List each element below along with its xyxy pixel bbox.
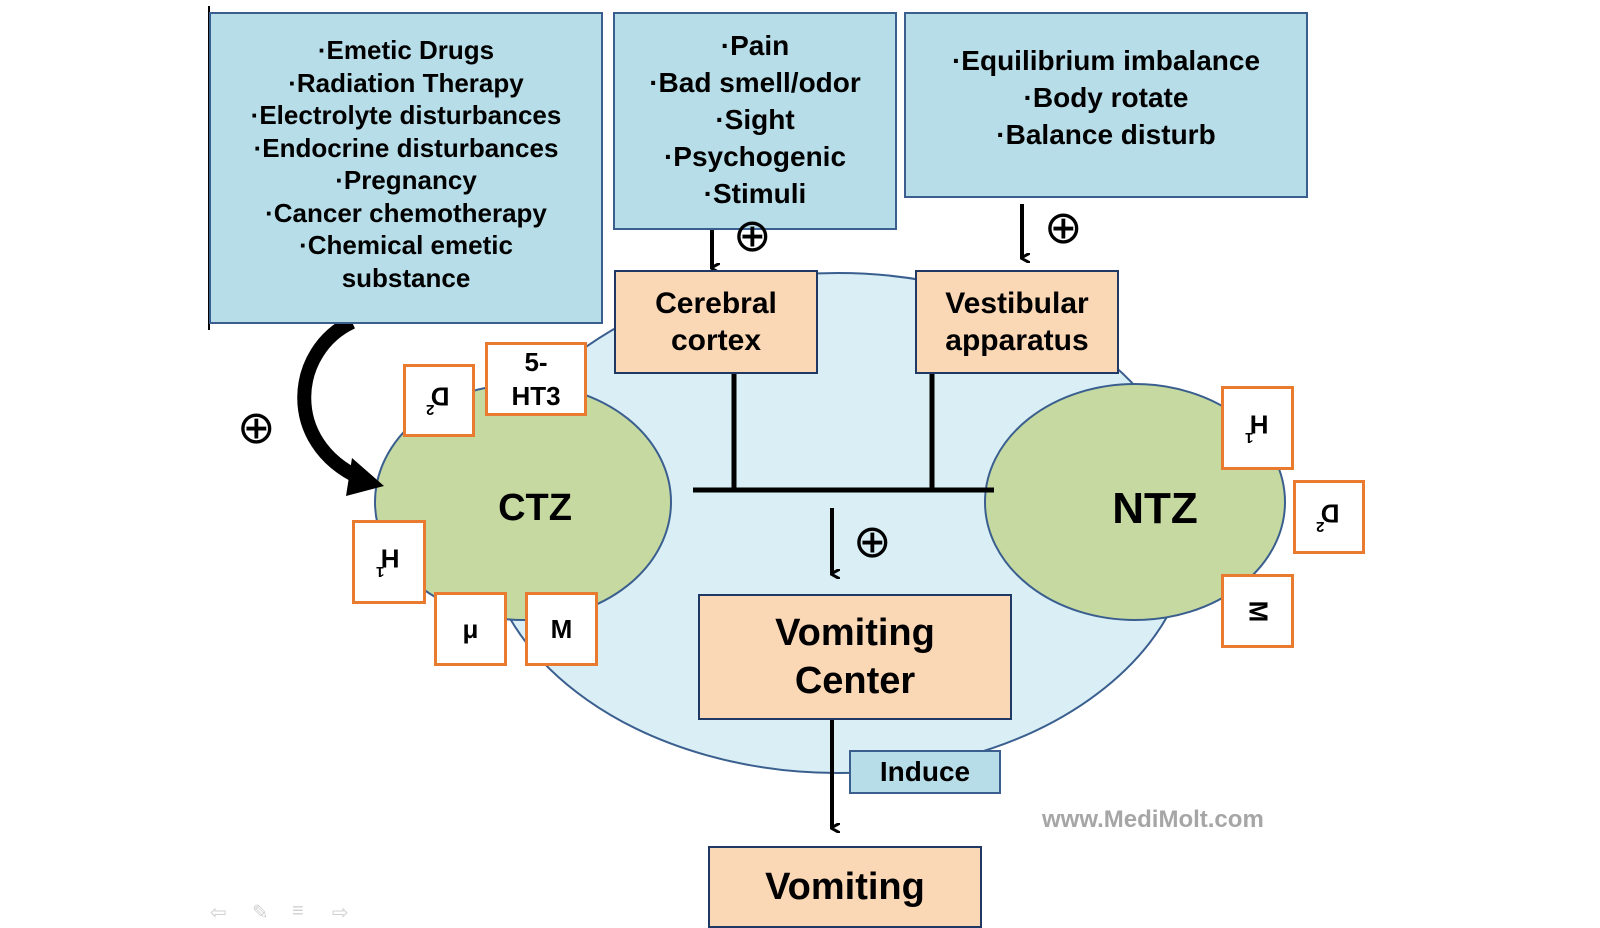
cause-item: ·Balance disturb: [996, 119, 1216, 150]
arrow-left-icon[interactable]: ⇦: [210, 902, 227, 924]
ntz-h1-receptor: H1: [1221, 386, 1294, 470]
cause-item: ·Bad smell/odor: [649, 67, 861, 98]
plus-symbol: ⊕: [733, 209, 772, 261]
cause-item: ·Electrolyte disturbances: [250, 100, 562, 130]
sensory-causes-box: ·Pain ·Bad smell/odor ·Sight ·Psychogeni…: [613, 12, 897, 230]
cause-item: ·Endocrine disturbances: [253, 132, 559, 163]
node-label: Vomiting: [775, 612, 935, 654]
cause-item: ·Chemical emetic: [299, 230, 513, 260]
node-label: cortex: [670, 324, 762, 357]
watermark: www.MediMolt.com: [1042, 806, 1264, 833]
ctz-mu-receptor: μ: [434, 592, 507, 666]
cause-item: ·Radiation Therapy: [288, 67, 524, 98]
ntz-ellipse: [984, 383, 1286, 621]
cerebral-cortex-node: Cerebral cortex: [614, 270, 818, 374]
ntz-label: NTZ: [1112, 484, 1198, 533]
cause-item: ·Cancer chemotherapy: [265, 197, 547, 228]
plus-symbol: ⊕: [237, 401, 276, 453]
ntz-m-receptor: M: [1221, 574, 1294, 648]
vestibular-causes-box: ·Equilibrium imbalance ·Body rotate ·Bal…: [904, 12, 1308, 198]
vestibular-apparatus-node: Vestibular apparatus: [915, 270, 1119, 374]
induce-label: Induce: [849, 750, 1001, 794]
ntz-d2-receptor: D2: [1293, 480, 1365, 554]
cause-item: ·Pregnancy: [335, 165, 477, 195]
pen-icon[interactable]: ✎: [252, 902, 269, 924]
ctz-d2-receptor: D2: [403, 364, 475, 437]
node-label: Center: [794, 660, 916, 702]
vomiting-node: Vomiting: [708, 846, 982, 928]
ctz-label: CTZ: [498, 487, 572, 529]
ctz-m-receptor: M: [525, 592, 598, 666]
cause-item: substance: [341, 262, 471, 293]
cause-item: ·Emetic Drugs: [317, 35, 495, 65]
cause-item: ·Equilibrium imbalance: [951, 45, 1261, 76]
node-label: apparatus: [945, 324, 1089, 357]
cause-item: ·Stimuli: [703, 178, 807, 209]
cause-item: ·Sight: [715, 104, 795, 135]
ctz-5ht3-receptor: 5- HT3: [485, 342, 587, 416]
node-label: Cerebral: [655, 287, 777, 320]
curved-arrow-head: [346, 458, 384, 496]
cause-item: ·Pain: [720, 30, 790, 61]
menu-icon[interactable]: ≡: [292, 900, 304, 922]
chemical-causes-box: ·Emetic Drugs ·Radiation Therapy ·Electr…: [209, 12, 603, 324]
arrow-right-icon[interactable]: ⇨: [332, 902, 349, 924]
plus-symbol: ⊕: [1044, 201, 1083, 253]
vomiting-center-node: Vomiting Center: [698, 594, 1012, 720]
node-label: Vomiting: [765, 865, 925, 908]
cause-item: ·Psychogenic: [663, 141, 847, 172]
ctz-h1-receptor: H1: [352, 520, 426, 604]
curved-arrow-to-ctz: [297, 315, 364, 485]
plus-symbol: ⊕: [853, 515, 892, 567]
cause-item: ·Body rotate: [1023, 82, 1189, 113]
node-label: Vestibular: [945, 287, 1089, 320]
